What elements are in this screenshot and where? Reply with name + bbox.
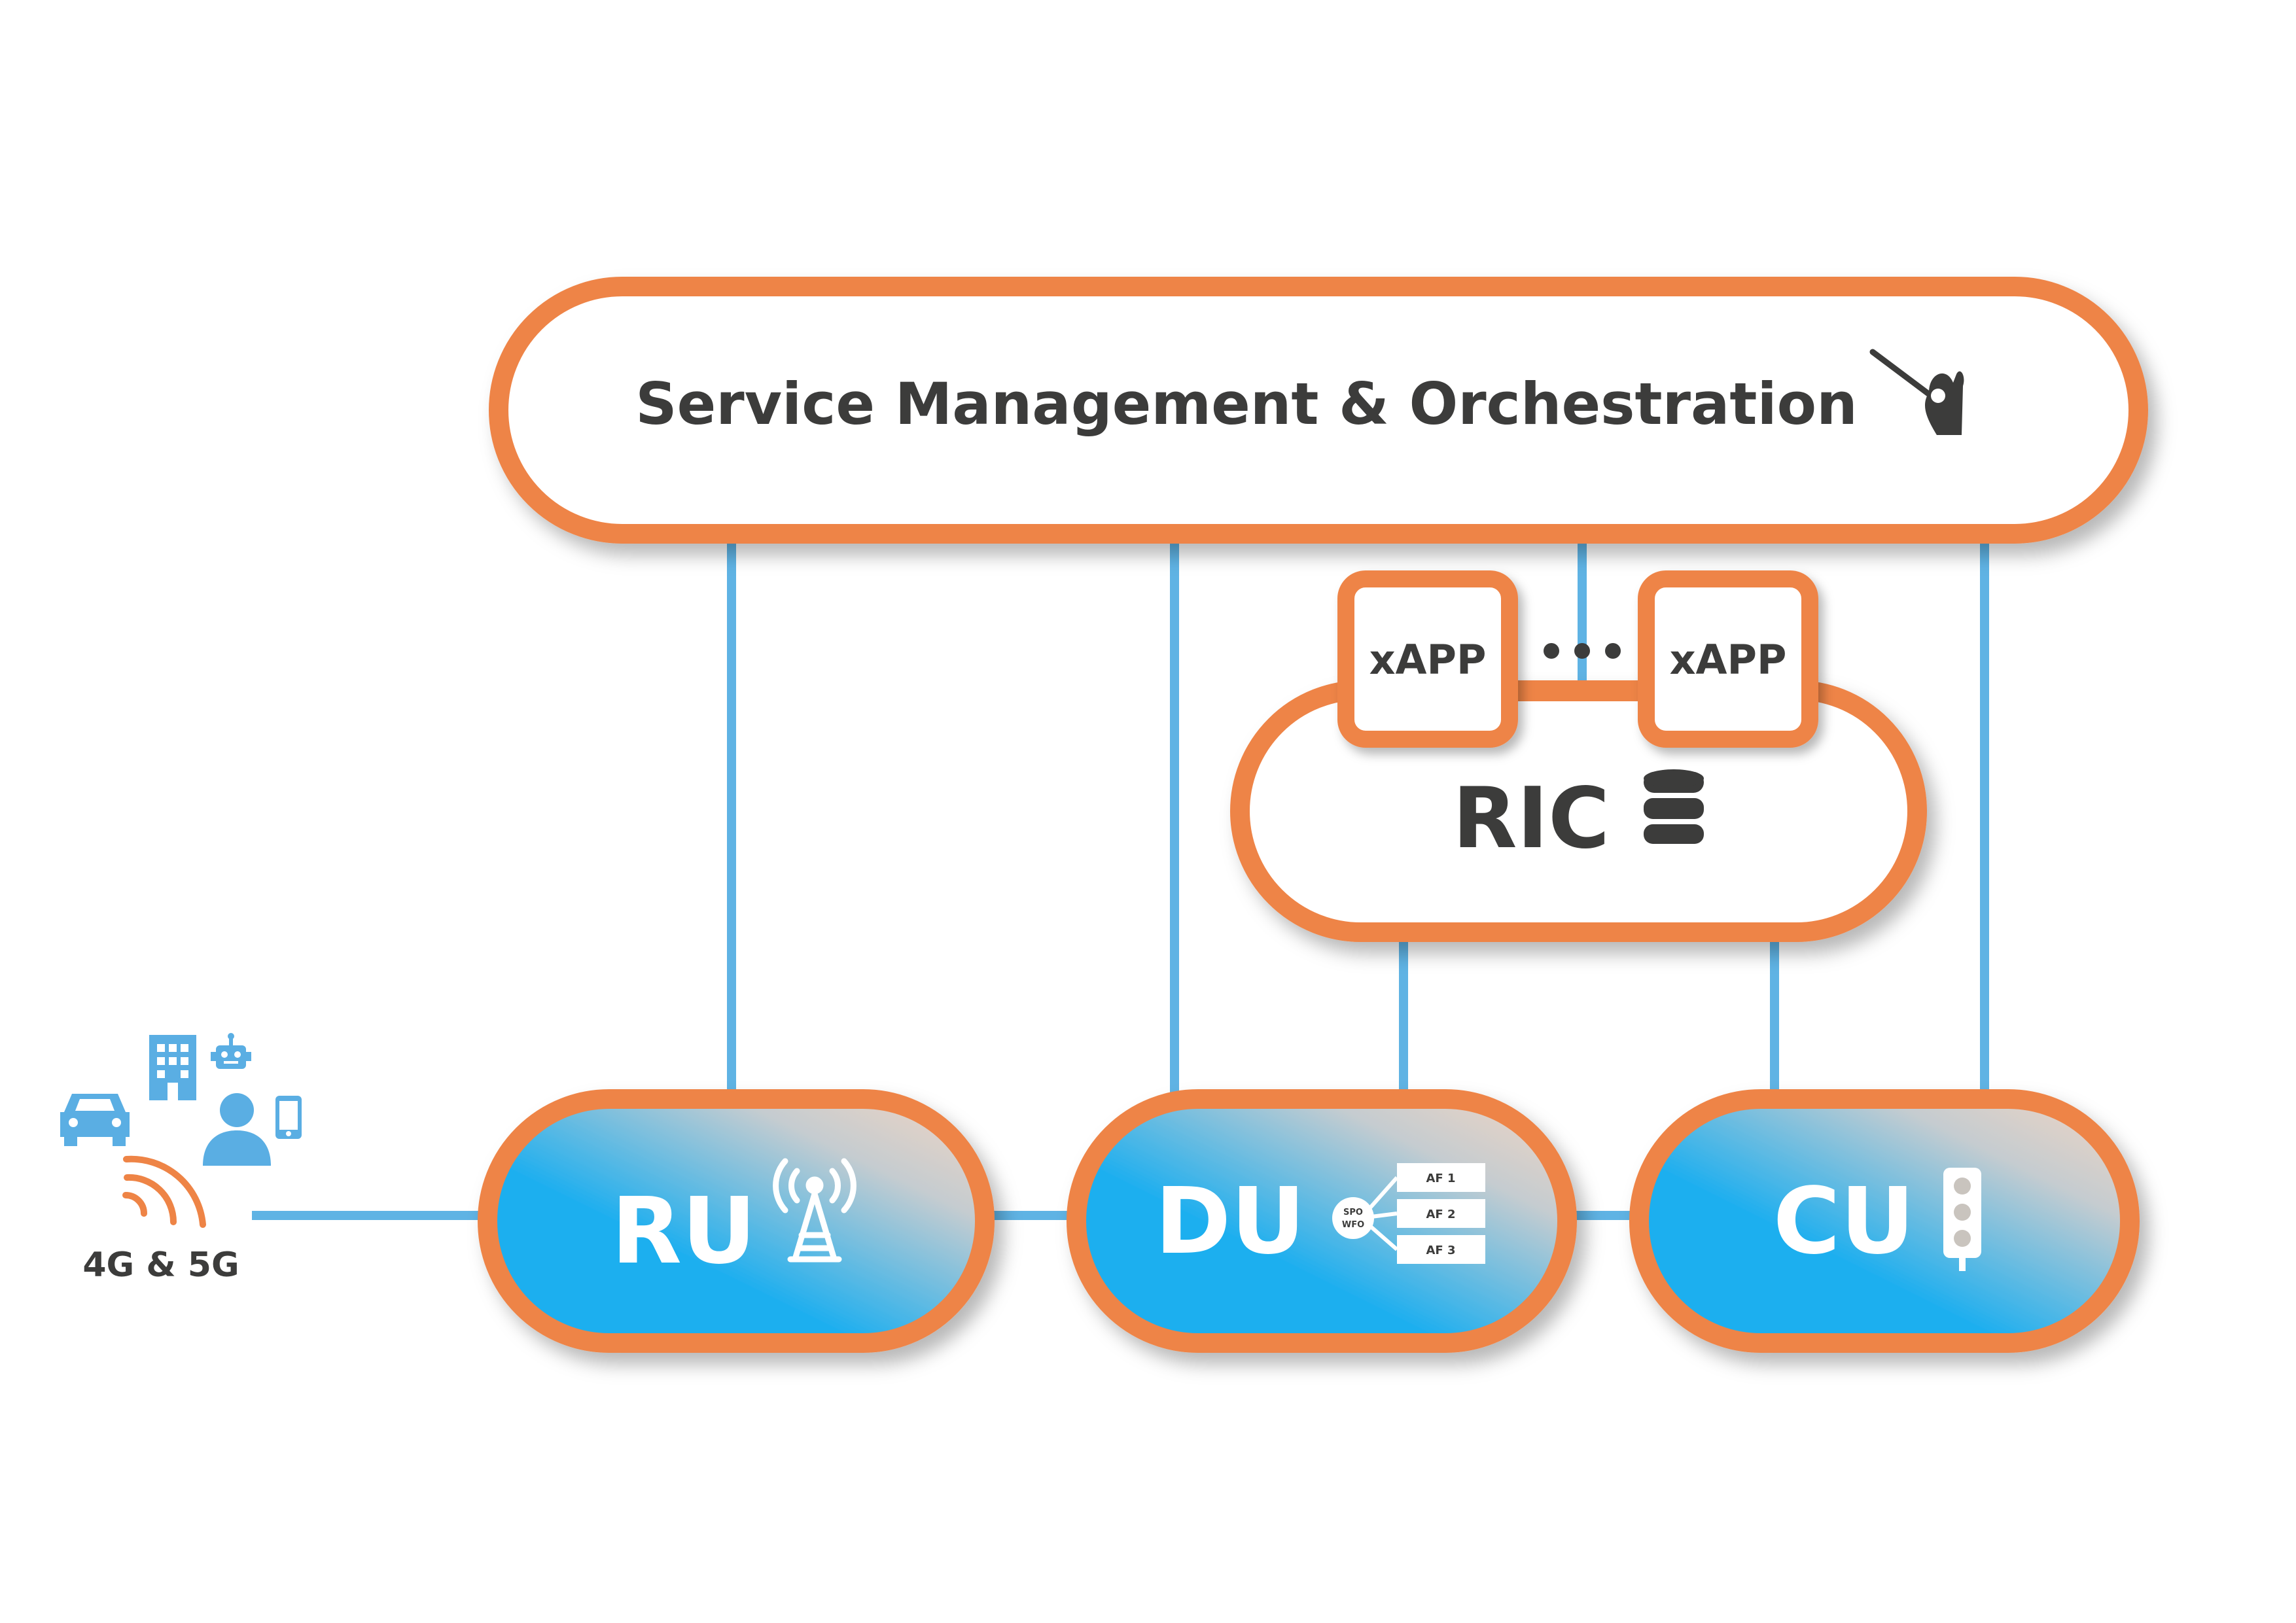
ric-box[interactable]: RIC — [1230, 680, 1927, 942]
cu-label: CU — [1773, 1168, 1915, 1275]
person-icon — [203, 1093, 271, 1166]
phone-icon — [275, 1096, 302, 1139]
xapp-label-2: xAPP — [1670, 636, 1787, 684]
xapp-box-2[interactable]: xAPP — [1638, 570, 1818, 748]
traffic-light-icon — [1943, 1168, 1981, 1271]
wfo-label: WFO — [1342, 1220, 1364, 1230]
robot-icon — [211, 1033, 251, 1069]
database-icon — [1644, 769, 1704, 844]
smo-label: Service Management & Orchestration — [635, 370, 1858, 438]
du-box[interactable]: DU SPO WFO AF 1 AF 2 AF 3 — [1067, 1089, 1577, 1353]
wifi-signal-icon — [122, 1155, 206, 1228]
af-label-1: AF 1 — [1426, 1172, 1455, 1185]
devices-label: 4G & 5G — [82, 1246, 239, 1285]
ru-box[interactable]: RU — [478, 1089, 995, 1353]
spo-label: SPO — [1343, 1208, 1363, 1217]
car-icon — [60, 1094, 130, 1146]
ru-label: RU — [611, 1178, 756, 1285]
spo-wfo-node — [1332, 1197, 1374, 1239]
xapp-label-1: xAPP — [1369, 636, 1487, 684]
cu-box[interactable]: CU — [1629, 1089, 2140, 1353]
antenna-tower-icon — [773, 1158, 857, 1263]
af-box-2 — [1397, 1199, 1485, 1228]
ric-label: RIC — [1453, 770, 1610, 867]
af-box-3 — [1397, 1235, 1485, 1264]
af-label-2: AF 2 — [1426, 1208, 1455, 1221]
connectors — [252, 536, 1989, 1220]
conductor-hand-icon — [1869, 349, 1964, 435]
af-box-1 — [1397, 1163, 1485, 1192]
xapp-box-1[interactable]: xAPP — [1337, 570, 1518, 748]
af-tree-icon: SPO WFO AF 1 AF 2 AF 3 — [1332, 1163, 1485, 1264]
af-label-3: AF 3 — [1426, 1244, 1455, 1257]
building-icon — [149, 1035, 196, 1100]
xapp-ellipsis — [1510, 643, 1653, 701]
smo-box[interactable]: Service Management & Orchestration — [489, 277, 2148, 544]
du-label: DU — [1155, 1168, 1305, 1275]
devices-cluster: 4G & 5G — [60, 1033, 302, 1285]
